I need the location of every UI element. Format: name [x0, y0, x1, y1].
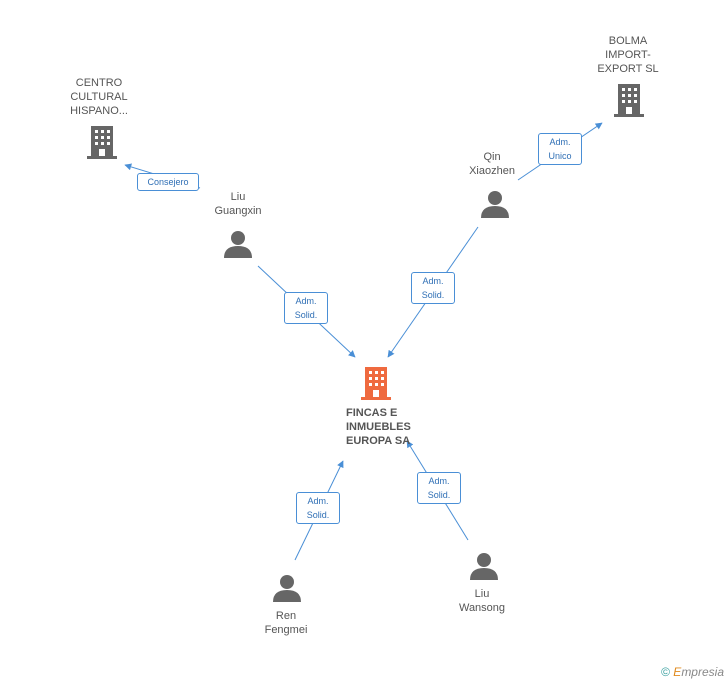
edge-label-line: Adm. — [428, 476, 450, 486]
edge-label-line: Unico — [548, 151, 572, 161]
name-line: EXPORT SL — [597, 63, 659, 75]
person-name-qin-xiaozhen[interactable]: Qin Xiaozhen — [452, 150, 532, 178]
copyright-notice: © Empresia — [661, 665, 724, 679]
name-line: EUROPA SA — [346, 435, 411, 447]
name-line: FINCAS E — [346, 407, 398, 419]
edge-label-line: Consejero — [147, 177, 189, 187]
person-name-liu-wansong[interactable]: Liu Wansong — [442, 587, 522, 615]
edge-label-consejero[interactable]: Consejero — [137, 173, 199, 191]
name-line: CULTURAL — [70, 91, 128, 103]
edge-label-adm-solid[interactable]: Adm. Solid. — [284, 292, 328, 324]
edge-label-line: Solid. — [306, 510, 330, 520]
name-line: CENTRO — [75, 77, 123, 89]
center-company-name[interactable]: FINCAS E INMUEBLES EUROPA SA — [346, 406, 426, 448]
name-line: INMUEBLES — [346, 421, 411, 433]
name-line: Guangxin — [214, 205, 262, 217]
name-line: BOLMA — [608, 35, 648, 47]
edge-label-line: Solid. — [421, 290, 445, 300]
person-name-ren-fengmei[interactable]: Ren Fengmei — [246, 609, 326, 637]
empresia-logo: Empresia — [673, 665, 724, 679]
person-name-liu-guangxin[interactable]: Liu Guangxin — [198, 190, 278, 218]
edge-label-line: Adm. — [307, 496, 329, 506]
edge-label-adm-solid[interactable]: Adm. Solid. — [296, 492, 340, 524]
brand-initial: E — [673, 665, 682, 679]
building-icon[interactable] — [614, 84, 644, 117]
person-icon[interactable] — [224, 231, 252, 258]
name-line: Xiaozhen — [469, 165, 515, 177]
name-line: Qin — [483, 151, 501, 163]
edge-label-line: Solid. — [427, 490, 451, 500]
name-line: Wansong — [458, 602, 506, 614]
name-line: IMPORT- — [605, 49, 651, 61]
edge-label-line: Solid. — [294, 310, 318, 320]
brand-rest: mpresia — [681, 665, 724, 679]
company-name-centro[interactable]: CENTRO CULTURAL HISPANO... — [58, 76, 140, 118]
edge-label-line: Adm. — [422, 276, 444, 286]
person-icon[interactable] — [273, 575, 301, 602]
name-line: Liu — [474, 588, 490, 600]
person-icon[interactable] — [470, 553, 498, 580]
edge-label-line: Adm. — [549, 137, 571, 147]
company-name-bolma[interactable]: BOLMA IMPORT- EXPORT SL — [588, 34, 668, 76]
copyright-symbol: © — [661, 665, 670, 679]
edge-label-line: Adm. — [295, 296, 317, 306]
building-icon[interactable] — [361, 367, 391, 400]
name-line: Ren — [275, 610, 297, 622]
edge-label-adm-solid[interactable]: Adm. Solid. — [417, 472, 461, 504]
edge-label-adm-solid[interactable]: Adm. Solid. — [411, 272, 455, 304]
edge-label-adm-unico[interactable]: Adm. Unico — [538, 133, 582, 165]
person-icon[interactable] — [481, 191, 509, 218]
name-line: Fengmei — [264, 624, 308, 636]
name-line: HISPANO... — [70, 105, 128, 117]
building-icon[interactable] — [87, 126, 117, 159]
name-line: Liu — [230, 191, 246, 203]
